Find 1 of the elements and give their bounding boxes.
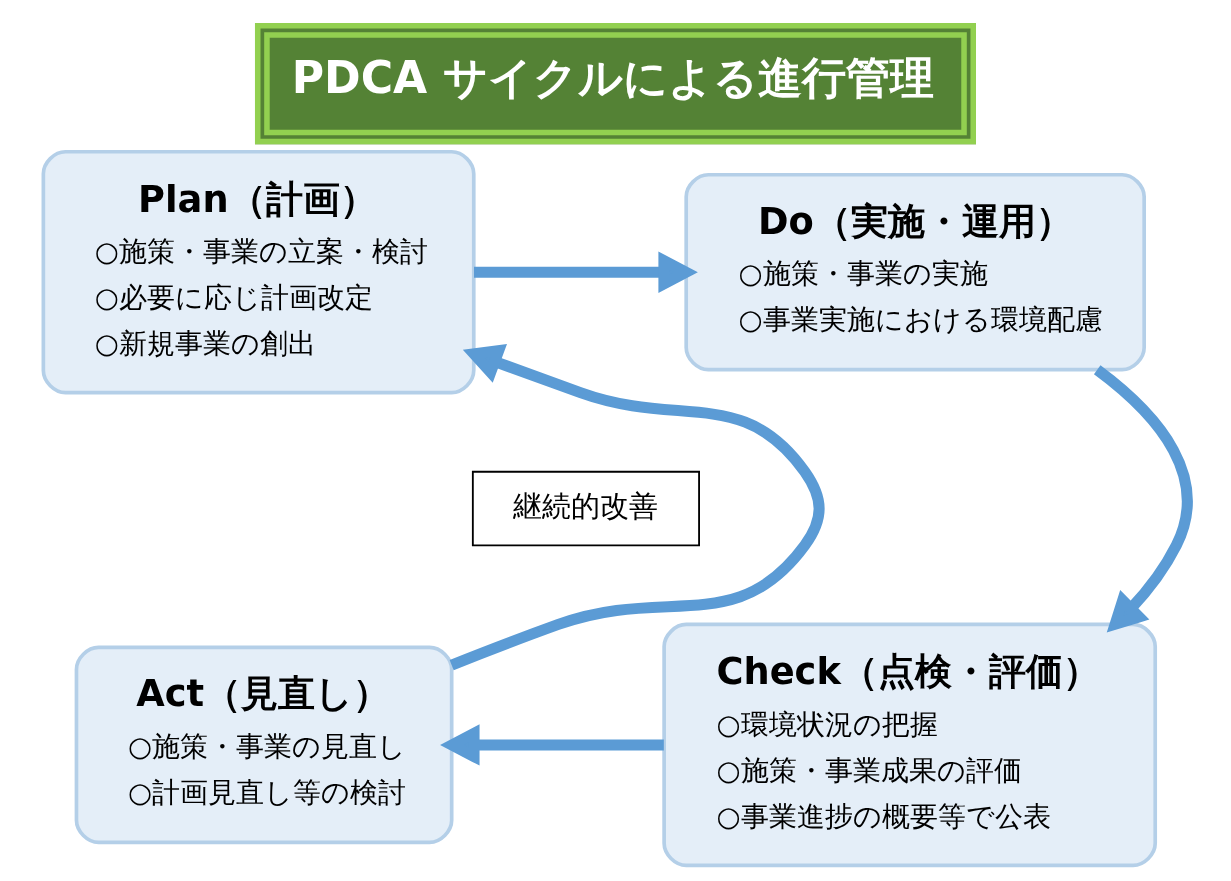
diagram-title: PDCA サイクルによる進行管理 [291, 52, 934, 104]
